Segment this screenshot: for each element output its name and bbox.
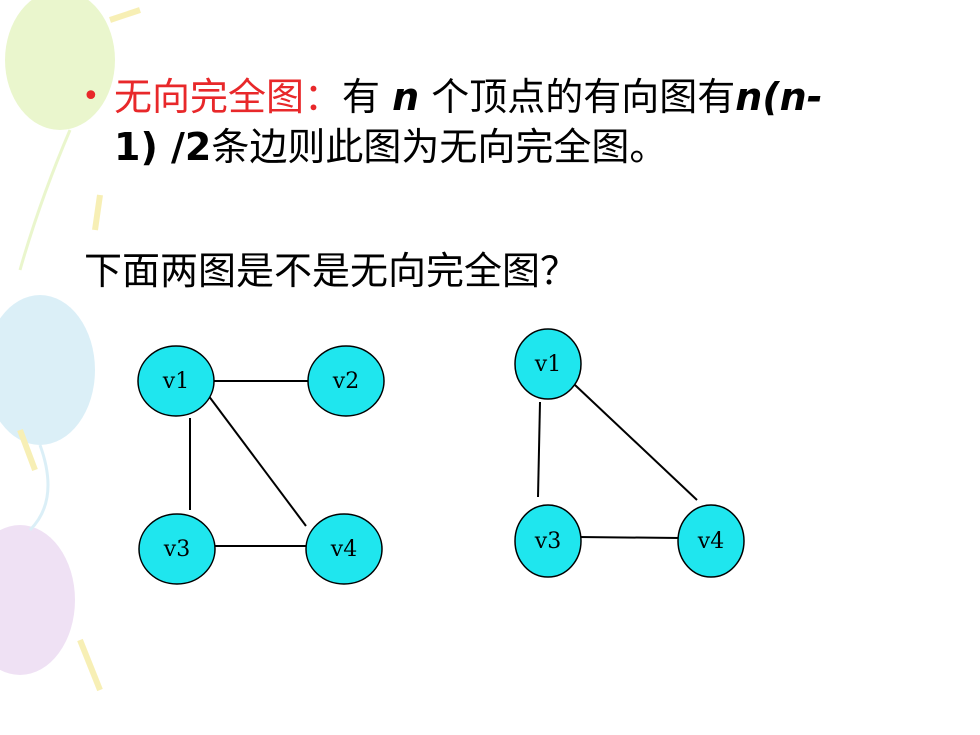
formula-part-a: n(n- <box>735 75 823 119</box>
graph2-edge-v1-v3 <box>537 401 541 498</box>
graph2-node-v1: v1 <box>514 328 582 400</box>
graph1-node-v2-label: v2 <box>332 369 359 394</box>
graph1-node-v3: v3 <box>138 513 216 585</box>
graph2-edge-v1-v4 <box>574 384 698 501</box>
graph1-edge-v1-v4 <box>207 394 307 527</box>
definition-term: 无向完全图： <box>114 75 343 119</box>
graph1-node-v4: v4 <box>305 513 383 585</box>
graph2-node-v1-label: v1 <box>534 352 561 377</box>
question-text: 下面两图是不是无向完全图？ <box>84 249 579 293</box>
graph2-node-v4: v4 <box>677 504 745 578</box>
formula-part-b: 1) /2 <box>114 125 212 169</box>
graph1-node-v4-label: v4 <box>330 537 357 562</box>
graph2-node-v3: v3 <box>514 504 582 578</box>
graph1-node-v2: v2 <box>307 345 385 417</box>
definition-text: 无向完全图：有 n 个顶点的有向图有n(n- 1) /2条边则此图为无向完全图。 <box>114 72 962 172</box>
definition-pre: 有 <box>342 75 393 119</box>
definition-tail: 条边则此图为无向完全图。 <box>211 125 668 169</box>
graph1-node-v1: v1 <box>137 345 215 417</box>
definition-bullet: • 无向完全图：有 n 个顶点的有向图有n(n- 1) /2条边则此图为无向完全图… <box>82 72 962 172</box>
graph1-node-v3-label: v3 <box>163 537 190 562</box>
graph2-node-v4-label: v4 <box>697 529 724 554</box>
definition-mid: 个顶点的有向图有 <box>419 75 736 119</box>
bullet-icon: • <box>82 79 100 114</box>
graph2-node-v3-label: v3 <box>534 529 561 554</box>
graph1-node-v1-label: v1 <box>162 369 189 394</box>
variable-n: n <box>392 75 420 119</box>
graph2-edge-v3-v4 <box>577 536 681 539</box>
